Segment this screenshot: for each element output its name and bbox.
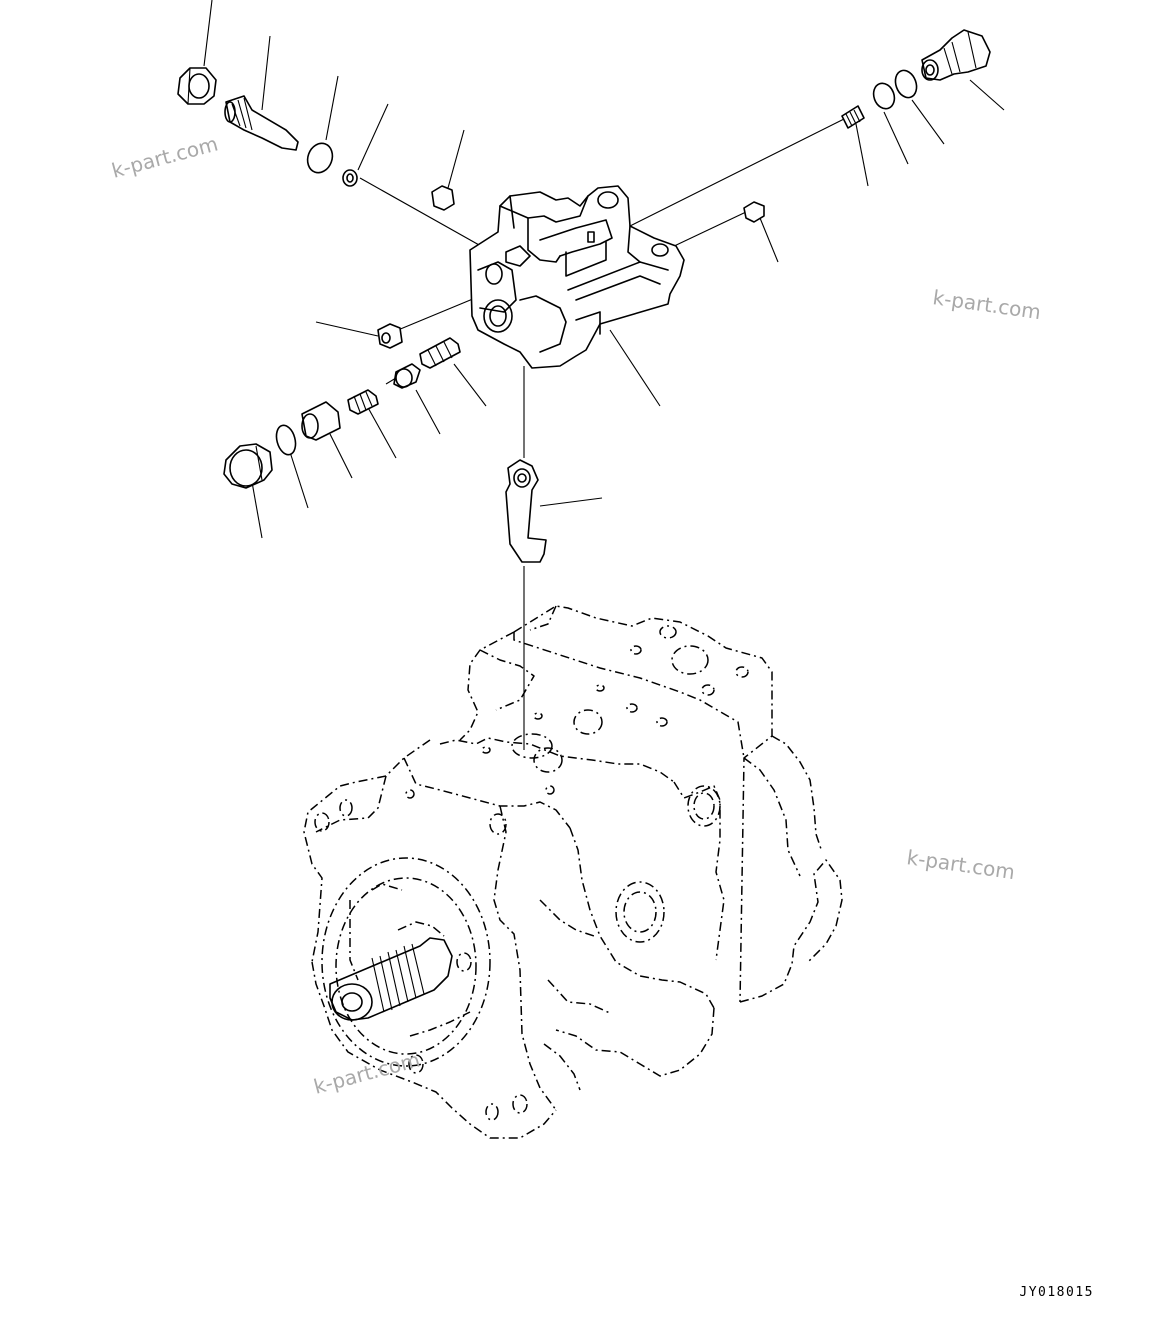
valve-body	[469, 185, 685, 369]
o-ring-small	[306, 142, 334, 174]
watermark-1: k-part.com	[109, 131, 220, 182]
o-ring-right-1	[894, 69, 918, 99]
watermark-3: k-part.com	[905, 845, 1016, 884]
leader-lines	[203, 0, 1005, 750]
plug-large	[223, 443, 273, 489]
o-ring-plug	[275, 424, 297, 456]
o-ring-right-2	[872, 82, 896, 110]
plug-upper	[431, 185, 455, 211]
spring-right	[841, 105, 865, 129]
adjusting-screw	[224, 95, 299, 151]
watermark-4: k-part.com	[311, 1047, 422, 1098]
retainer-sleeve	[301, 401, 341, 441]
plug-side	[377, 323, 403, 349]
watermark-2: k-part.com	[931, 285, 1042, 324]
spool	[385, 363, 421, 389]
main-pump-phantom	[303, 605, 843, 1139]
drawing-number: JY018015	[1019, 1285, 1094, 1300]
fitting-connector	[921, 29, 991, 81]
plug-right	[743, 201, 765, 223]
lever	[505, 459, 547, 563]
sleeve	[342, 169, 358, 187]
spring-left	[347, 389, 379, 415]
hex-nut	[177, 67, 217, 105]
piston-pin	[419, 337, 461, 369]
